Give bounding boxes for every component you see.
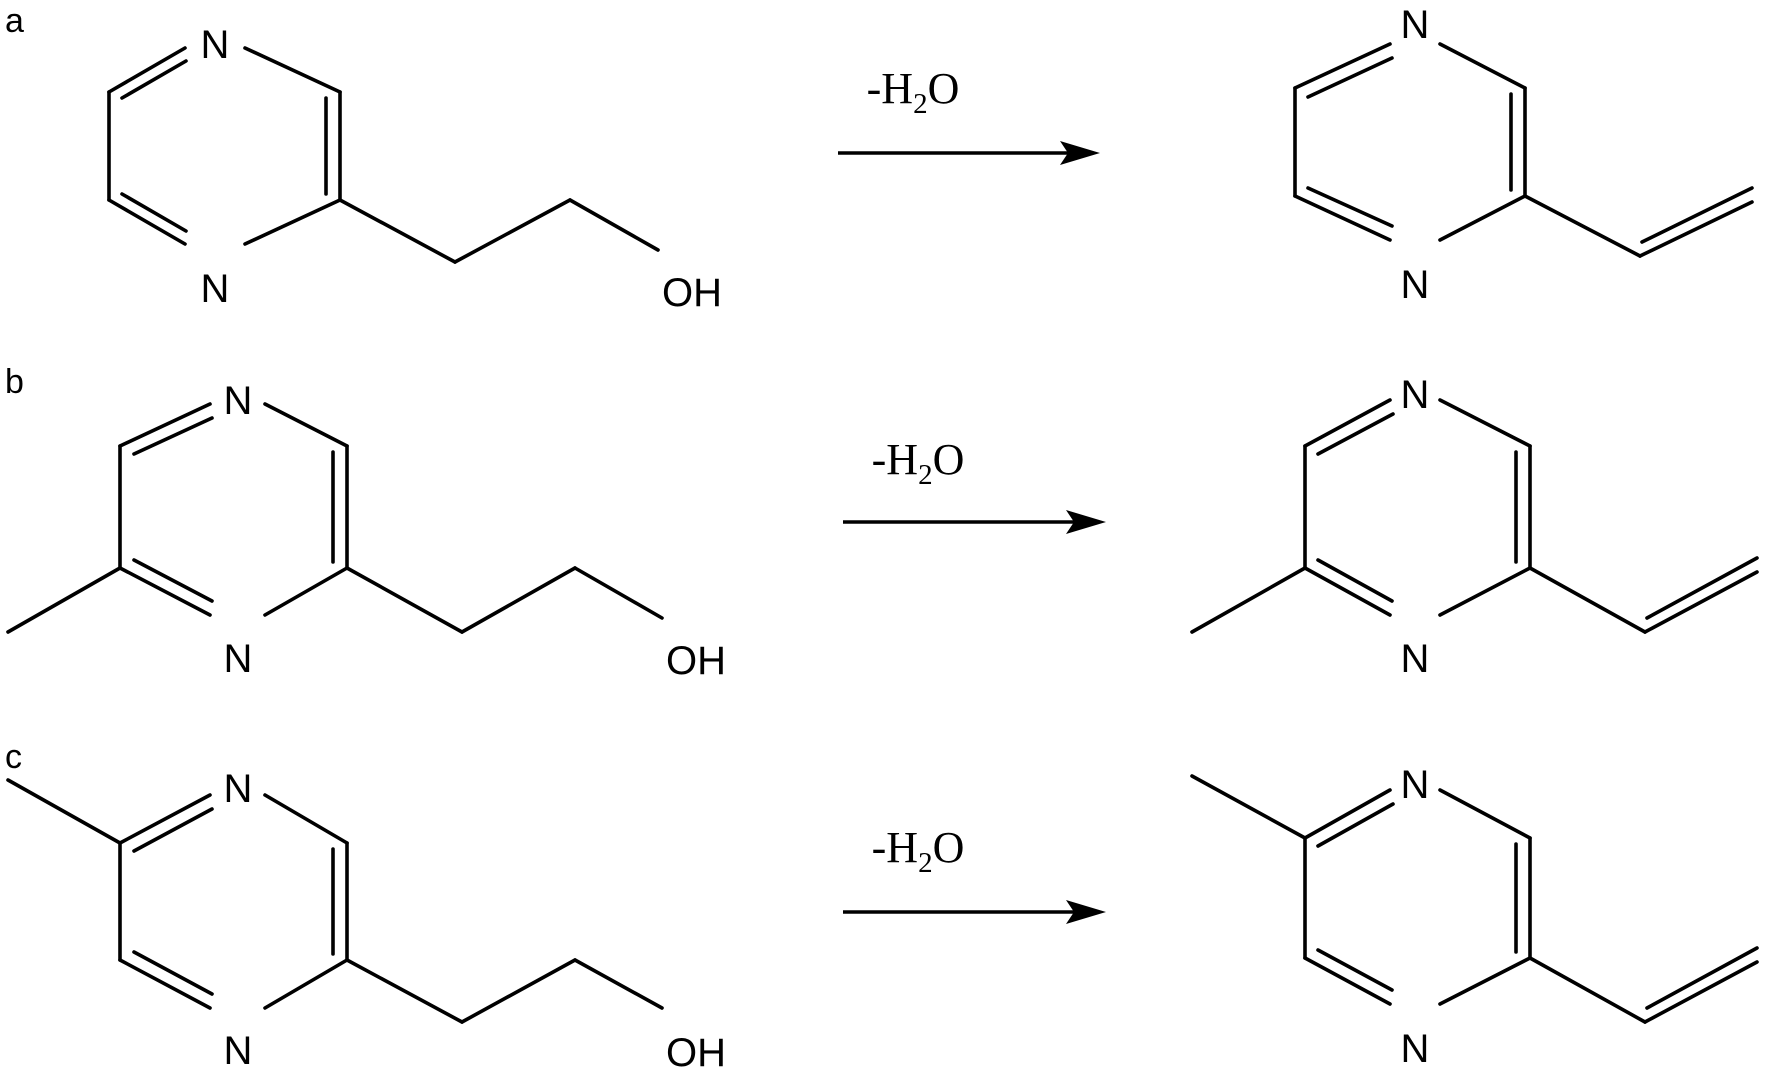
nitrogen-atom: N: [201, 23, 230, 67]
arrowhead-icon: [1060, 141, 1100, 165]
reaction-arrow-a: -H2O: [838, 64, 1100, 165]
bond: [118, 566, 212, 617]
nitrogen-atom: N: [224, 767, 253, 811]
bond: [263, 958, 349, 1010]
nitrogen-atom: N: [1401, 763, 1430, 807]
arrowhead-icon: [1066, 510, 1106, 534]
bond: [1528, 566, 1647, 634]
bond: [573, 958, 664, 1010]
bond: [1438, 398, 1532, 448]
bond: [1438, 566, 1532, 617]
panel-b: b N N OH -H2O: [5, 363, 1759, 683]
nitrogen-atom: N: [224, 379, 253, 423]
bond: [107, 198, 187, 246]
bond-double-inner: [1316, 802, 1395, 848]
bond-double-inner: [1645, 946, 1759, 1010]
bond-double-inner: [1316, 412, 1395, 456]
reaction-arrow-b: -H2O: [843, 435, 1106, 534]
bond: [573, 566, 664, 620]
reagent-label-c: -H2O: [872, 823, 965, 879]
panel-a-label: a: [5, 2, 24, 40]
bond: [263, 402, 349, 448]
product-a: N N: [1293, 3, 1754, 307]
nitrogen-atom: N: [1401, 637, 1430, 681]
nitrogen-atom: N: [1401, 1027, 1430, 1071]
hydroxyl-label: OH: [666, 1031, 726, 1075]
bond: [568, 198, 660, 252]
bond: [345, 958, 464, 1024]
bond: [460, 566, 577, 634]
product-c: N N: [1190, 763, 1759, 1071]
reactant-c: N N OH: [6, 767, 726, 1075]
reagent-label-a: -H2O: [867, 64, 960, 120]
bond: [243, 46, 342, 94]
product-b: N N: [1190, 373, 1759, 681]
arrowhead-icon: [1066, 900, 1106, 924]
bond: [1293, 42, 1392, 90]
nitrogen-atom: N: [224, 1029, 253, 1073]
bond: [460, 958, 577, 1024]
bond: [453, 198, 572, 264]
methyl-bond: [6, 778, 122, 845]
panel-b-label: b: [5, 363, 24, 401]
nitrogen-atom: N: [1401, 263, 1430, 307]
bond: [118, 402, 212, 448]
hydroxyl-label: OH: [662, 271, 722, 315]
nitrogen-atom: N: [224, 637, 253, 681]
hydroxyl-label: OH: [666, 639, 726, 683]
bond: [1523, 194, 1642, 258]
bond: [1438, 194, 1527, 242]
bond: [1303, 788, 1392, 840]
bond-double-inner: [120, 192, 188, 233]
methyl-bond: [1190, 566, 1307, 634]
bond: [1528, 956, 1647, 1024]
bond: [1438, 788, 1532, 840]
bond: [338, 198, 457, 264]
methyl-bond: [6, 566, 122, 634]
bond: [1438, 42, 1527, 90]
bond: [1303, 398, 1392, 448]
bond: [107, 46, 187, 94]
bond-double-inner: [132, 558, 214, 603]
bond-double-inner: [1640, 186, 1754, 244]
nitrogen-atom: N: [1401, 3, 1430, 47]
bond-double-inner: [1645, 556, 1759, 620]
panel-a: a N N OH -H2O: [5, 2, 1754, 315]
bond-double-inner: [132, 950, 214, 996]
bond: [1643, 960, 1759, 1024]
bond-double-inner: [1316, 948, 1394, 992]
bond-double-inner: [1316, 558, 1394, 603]
bond: [1293, 194, 1392, 242]
bond: [1643, 570, 1759, 634]
reactant-b: N N OH: [6, 379, 726, 683]
bond: [1438, 956, 1532, 1006]
bond: [263, 793, 349, 845]
bond-double-inner: [132, 807, 214, 853]
methyl-bond: [1190, 774, 1307, 840]
panel-c: c N N OH -H2O: [5, 738, 1759, 1075]
reaction-arrow-c: -H2O: [843, 823, 1106, 924]
bond-double-inner: [1306, 186, 1394, 228]
bond: [118, 958, 212, 1010]
bond-double-inner: [132, 416, 214, 456]
bond-double-inner: [1306, 56, 1394, 99]
bond-double-inner: [120, 59, 188, 100]
bond: [345, 566, 464, 634]
nitrogen-atom: N: [201, 267, 230, 311]
bond: [1303, 956, 1392, 1006]
reactant-a: N N OH: [107, 23, 722, 315]
panel-c-label: c: [5, 738, 22, 776]
bond: [1638, 200, 1754, 258]
nitrogen-atom: N: [1401, 373, 1430, 417]
reagent-label-b: -H2O: [872, 435, 965, 491]
bond: [1303, 566, 1392, 617]
bond: [243, 198, 342, 246]
bond: [118, 793, 212, 845]
bond: [263, 566, 349, 617]
